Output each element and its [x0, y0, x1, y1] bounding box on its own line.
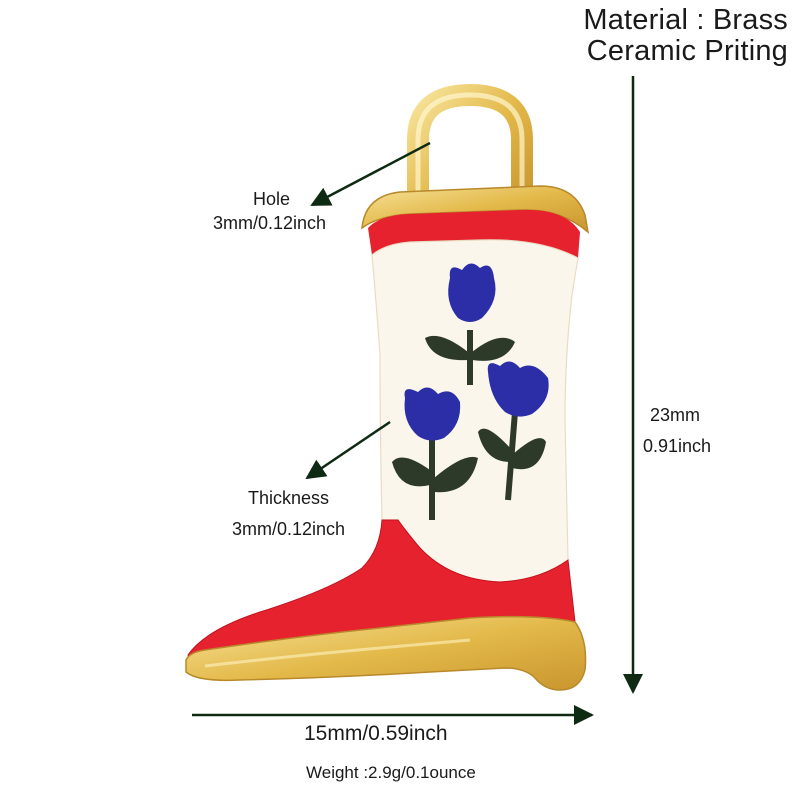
material-subtitle: Ceramic Priting [586, 35, 788, 67]
hole-label: Hole [253, 189, 291, 209]
width-dimension: 15mm/0.59inch [304, 722, 448, 745]
material-title: Material : Brass [583, 4, 788, 36]
height-mm: 23mm [650, 405, 701, 425]
arrow-icon [310, 141, 431, 207]
weight-label: Weight :2.9g/0.1ounce [306, 763, 476, 782]
boot-charm-image [185, 83, 590, 691]
hole-size: 3mm/0.12inch [213, 213, 327, 233]
arrow-icon [305, 420, 391, 480]
thickness-size: 3mm/0.12inch [232, 519, 346, 539]
height-inch: 0.91inch [643, 436, 712, 456]
thickness-label: Thickness [248, 488, 330, 508]
